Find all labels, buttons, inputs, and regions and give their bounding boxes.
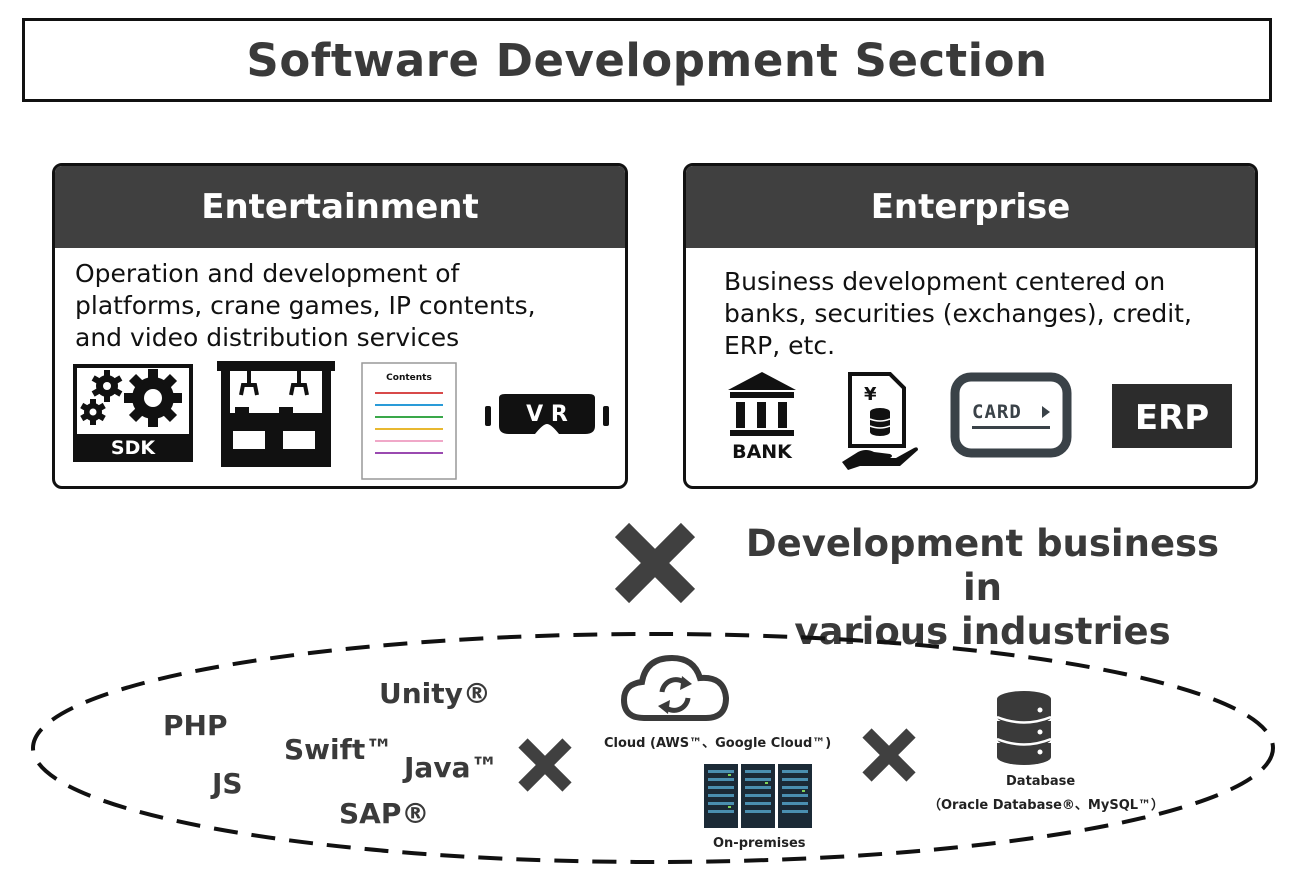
sdk-label: SDK (111, 437, 156, 459)
database-title: Database (1006, 774, 1076, 789)
enterprise-panel: Enterprise Business development centered… (683, 163, 1258, 489)
sdk-icon: SDK (73, 364, 193, 462)
card-label: CARD (972, 401, 1022, 423)
java-label: Java™ (404, 751, 499, 784)
page-title: Software Development Section (246, 33, 1048, 87)
enterprise-desc-line: ERP, etc. (724, 331, 836, 360)
vr-goggles-icon: V R (485, 394, 609, 438)
vr-label: V R (526, 402, 568, 427)
entertainment-panel: Entertainment Operation and development … (52, 163, 628, 489)
js-label: JS (212, 767, 243, 800)
enterprise-desc-line: banks, securities (exchanges), credit, (724, 299, 1192, 328)
entertainment-desc-line: platforms, crane games, IP contents, (75, 291, 536, 320)
sap-label: SAP® (339, 797, 430, 830)
database-icon (996, 690, 1052, 766)
entertainment-header: Entertainment (55, 166, 625, 248)
securities-document-icon: ¥ (840, 372, 920, 470)
enterprise-header: Enterprise (686, 166, 1255, 248)
swift-label: Swift™ (284, 733, 394, 766)
php-label: PHP (163, 709, 228, 742)
cloud-icon (620, 652, 730, 722)
unity-label: Unity® (379, 677, 491, 710)
multiply-icon (517, 738, 573, 792)
industries-heading: Development business in various industri… (730, 522, 1235, 654)
cloud-label: Cloud (AWS™、Google Cloud™) (604, 736, 832, 751)
contents-label: Contents (386, 373, 432, 383)
credit-card-icon: CARD (950, 372, 1072, 458)
multiply-icon (861, 728, 917, 782)
bank-label: BANK (732, 441, 793, 462)
industries-heading-line: various industries (794, 610, 1171, 653)
technology-ellipse (28, 628, 1278, 868)
entertainment-description: Operation and development of platforms, … (75, 258, 536, 354)
database-products: （Oracle Database®、MySQL™） (928, 798, 1165, 813)
on-premises-label: On-premises (713, 836, 806, 851)
entertainment-desc-line: and video distribution services (75, 323, 460, 352)
industries-heading-line: Development business in (745, 522, 1220, 609)
enterprise-description: Business development centered on banks, … (724, 266, 1192, 362)
bank-icon: BANK (726, 372, 798, 463)
yen-symbol: ¥ (864, 384, 877, 405)
erp-icon: ERP (1112, 384, 1232, 448)
title-box: Software Development Section (22, 18, 1272, 102)
contents-document-icon: Contents (361, 362, 457, 480)
server-rack-icon (704, 764, 812, 828)
multiply-icon (612, 522, 698, 604)
entertainment-desc-line: Operation and development of (75, 259, 460, 288)
enterprise-desc-line: Business development centered on (724, 267, 1166, 296)
erp-label: ERP (1135, 398, 1209, 438)
crane-game-icon (217, 361, 335, 467)
